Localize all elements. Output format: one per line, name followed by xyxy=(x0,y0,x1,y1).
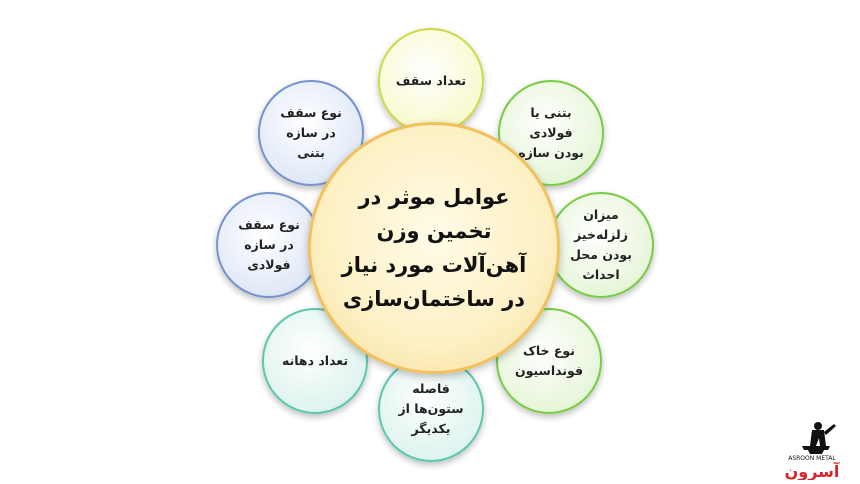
brand-logo: ASROON METAL آسرون xyxy=(772,420,852,481)
factor-label: تعداد سقف xyxy=(395,73,467,88)
factor-label: فاصله ستون‌ها از یکدیگر xyxy=(398,381,464,436)
central-topic-label: عوامل موثر در تخمین وزن آهن‌آلات مورد نی… xyxy=(341,185,527,311)
worker-silhouette-icon: ASROON METAL آسرون xyxy=(785,422,840,481)
factor-label: میزان زلزله‌خیز بودن محل احداث xyxy=(570,207,632,282)
factor-bubble-roof-count: تعداد سقف xyxy=(378,28,484,134)
factor-label: بتنی یا فولادی بودن سازه xyxy=(518,105,584,160)
factor-label: نوع سقف در سازه فولادی xyxy=(238,217,300,272)
factor-bubble-steel-roof-type: نوع سقف در سازه فولادی xyxy=(216,192,322,298)
logo-brand-text: آسرون xyxy=(785,461,840,480)
factor-label: تعداد دهانه xyxy=(281,353,349,368)
factor-label: نوع خاک فونداسیون xyxy=(514,343,584,378)
factor-bubble-seismicity: میزان زلزله‌خیز بودن محل احداث xyxy=(548,192,654,298)
logo-latin-text: ASROON METAL xyxy=(788,455,836,462)
factor-label: نوع سقف در سازه بتنی xyxy=(280,105,342,160)
central-topic-circle: عوامل موثر در تخمین وزن آهن‌آلات مورد نی… xyxy=(308,122,560,374)
